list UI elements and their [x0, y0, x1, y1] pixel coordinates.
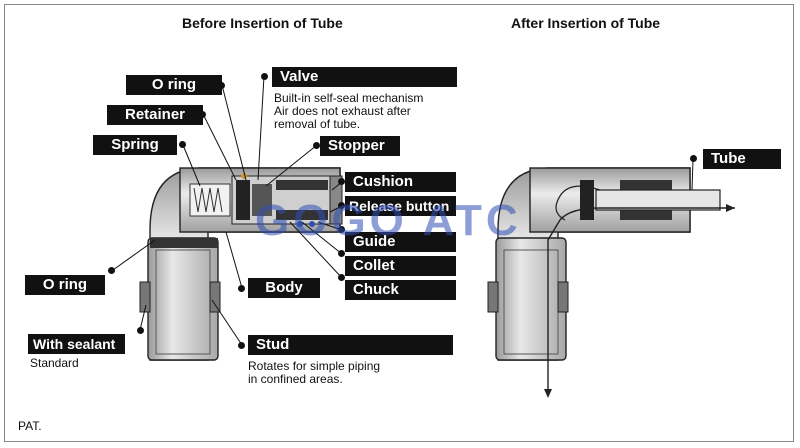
label-tube: Tube	[703, 149, 781, 169]
valve-note-line2: Air does not exhaust after	[274, 104, 411, 118]
label-valve: Valve	[272, 67, 457, 87]
title-after: After Insertion of Tube	[511, 15, 661, 31]
leader-dot	[313, 142, 320, 149]
label-stopper: Stopper	[320, 136, 400, 156]
leader-dot	[690, 155, 697, 162]
label-body: Body	[248, 278, 320, 298]
label-spring: Spring	[93, 135, 177, 155]
valve-note-line1: Built-in self-seal mechanism	[274, 91, 424, 105]
leader-dot	[338, 178, 345, 185]
leader-dot	[238, 342, 245, 349]
leader-dot	[338, 226, 345, 233]
label-guide: Guide	[345, 232, 456, 252]
tube-shape	[595, 189, 721, 211]
airflow-path	[547, 207, 735, 395]
label-o-ring-bottom: O ring	[25, 275, 105, 295]
fitting-after	[487, 167, 735, 398]
leader-dot	[238, 285, 245, 292]
label-chuck: Chuck	[345, 280, 456, 300]
label-stud: Stud	[248, 335, 453, 355]
leader-dot	[218, 82, 225, 89]
leader-dot	[338, 250, 345, 257]
label-release-button: Release button	[345, 196, 456, 216]
valve-note-line3: removal of tube.	[274, 117, 361, 131]
stud-note-line1: Rotates for simple piping	[248, 359, 381, 373]
leader-dot	[199, 111, 206, 118]
label-cushion: Cushion	[345, 172, 456, 192]
stud-shape-after	[495, 237, 567, 361]
label-retainer: Retainer	[107, 105, 203, 125]
stud-shape	[147, 237, 219, 361]
leader-dot	[261, 73, 268, 80]
label-with-sealant: With sealant	[28, 334, 125, 354]
leader-dot	[179, 141, 186, 148]
leader-dot	[137, 327, 144, 334]
leader-dot	[338, 274, 345, 281]
stud-note-line2: in confined areas.	[248, 372, 343, 386]
label-o-ring-top: O ring	[126, 75, 222, 95]
leader-dot	[108, 267, 115, 274]
label-collet: Collet	[345, 256, 456, 276]
leader-dot	[338, 202, 345, 209]
leader-lines	[112, 75, 694, 346]
standard-note: Standard	[30, 356, 79, 370]
footer-pat: PAT.	[18, 419, 42, 433]
watermark-text: GOGO ATC	[255, 196, 522, 245]
fitting-before	[139, 167, 343, 361]
title-before: Before Insertion of Tube	[182, 15, 343, 31]
